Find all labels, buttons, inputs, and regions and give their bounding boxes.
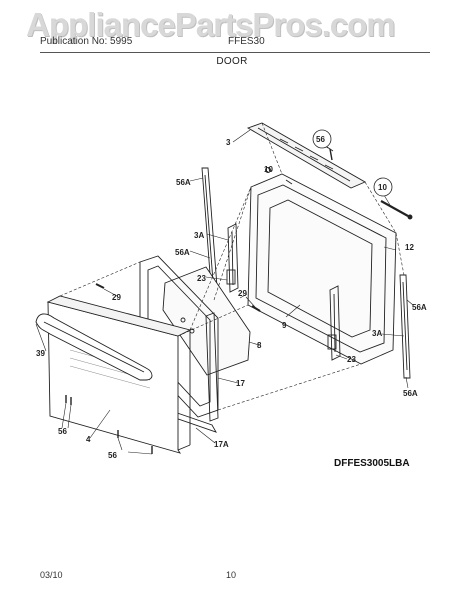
callout-56-left: 56 <box>58 427 67 436</box>
publication-number: Publication No: 5995 <box>40 36 133 47</box>
callout-29: 29 <box>238 289 247 298</box>
leader-lines <box>35 129 414 455</box>
footer-date: 03/10 <box>40 570 63 580</box>
callout-23: 23 <box>197 274 206 283</box>
callout-17: 17 <box>236 379 245 388</box>
model-code: DFFES3005LBA <box>334 458 410 469</box>
section-title: DOOR <box>216 56 248 67</box>
callout-29-left: 29 <box>112 293 121 302</box>
watermark: AppliancePartsPros.com <box>26 6 396 43</box>
callout-10-right: 10 <box>378 183 387 192</box>
callout-circle-10 <box>373 177 393 197</box>
callout-10: 10 <box>264 165 273 174</box>
callout-9: 9 <box>282 321 287 330</box>
screw-56 <box>326 146 334 161</box>
callout-3: 3 <box>226 138 231 147</box>
callout-circle-56 <box>312 129 332 149</box>
callout-56A-bottom: 56A <box>403 389 418 398</box>
publication-header: Publication No: 5995 FFES30 <box>40 36 430 50</box>
callout-39: 39 <box>36 349 45 358</box>
screw-10 <box>380 200 413 220</box>
callout-4: 4 <box>86 435 91 444</box>
callout-23-right: 23 <box>347 355 356 364</box>
callout-56: 56 <box>316 135 325 144</box>
callout-labels: 3 56 10 10 56A 3A 56A 12 23 29 29 9 8 56… <box>36 129 427 460</box>
callout-17A: 17A <box>214 440 229 449</box>
assembly-lines <box>59 122 405 411</box>
bottom-screws <box>65 395 153 454</box>
screw-29 <box>95 283 261 312</box>
callout-8: 8 <box>257 341 262 350</box>
right-hinge <box>327 285 341 361</box>
callout-3A: 3A <box>194 231 204 240</box>
callout-56-bottom: 56 <box>108 451 117 460</box>
callout-56A: 56A <box>176 178 191 187</box>
left-hinge <box>226 223 239 293</box>
door-handle <box>35 313 153 381</box>
footer-page-number: 10 <box>226 570 237 580</box>
callout-56A-2: 56A <box>175 248 190 257</box>
right-hinge-strip <box>399 274 411 379</box>
callout-12: 12 <box>405 243 414 252</box>
side-trim <box>205 312 219 422</box>
callout-56A-right: 56A <box>412 303 427 312</box>
header-divider <box>40 52 430 53</box>
model-family: FFES30 <box>228 36 265 47</box>
callout-3A-right: 3A <box>372 329 382 338</box>
outer-door-panel <box>46 295 192 454</box>
